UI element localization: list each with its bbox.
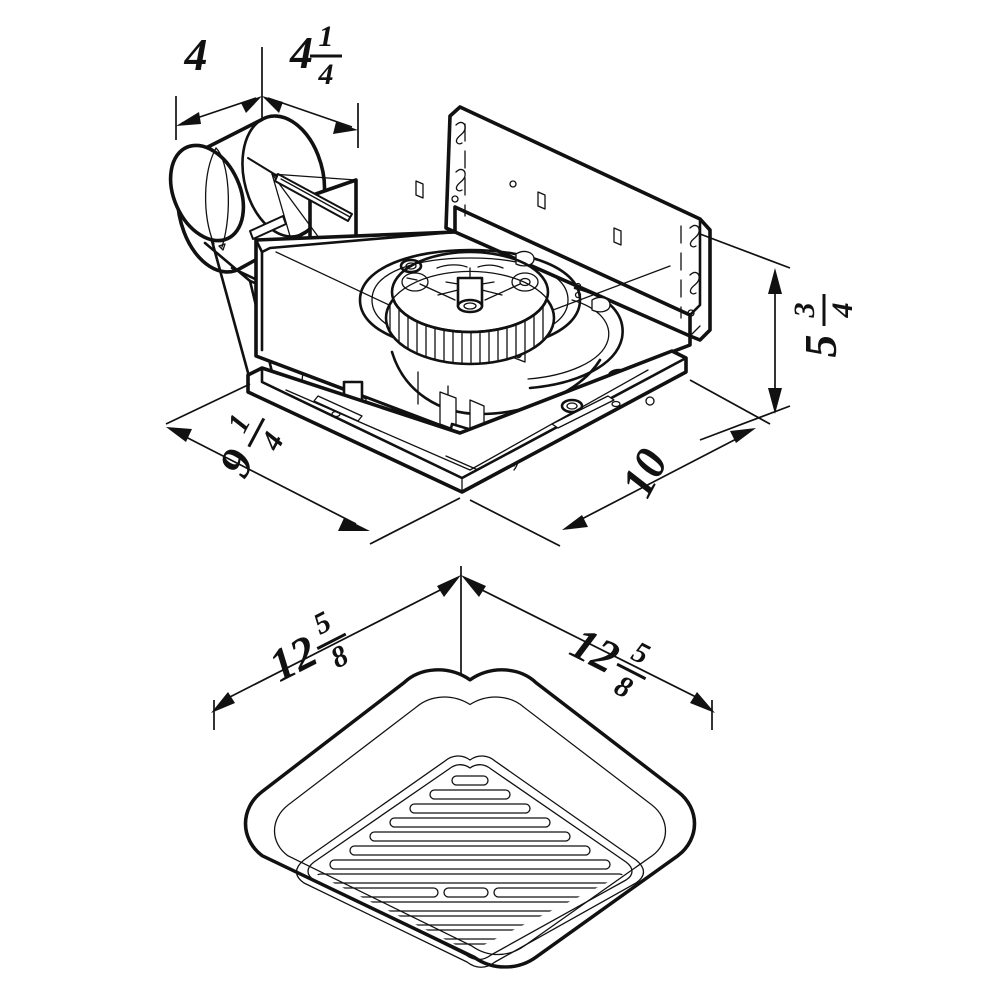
grille-cover	[243, 668, 697, 969]
motor-hub	[401, 264, 539, 314]
dim-num-grille-right: 5	[626, 635, 654, 671]
dim-whole-grille-left: 12	[261, 625, 325, 691]
dimension-duct-width	[262, 96, 359, 148]
dimension-label-grille-left: 12 5 8	[261, 605, 354, 691]
dim-den-grille-right: 8	[609, 669, 637, 705]
dimension-label-housing-width: 10	[611, 440, 678, 505]
keyhole-slot	[455, 121, 700, 295]
dim-num-duct-width: 1	[319, 20, 334, 53]
dimension-label-grille-right: 12 5 8	[563, 617, 655, 705]
dim-num-grille-left: 5	[308, 605, 336, 641]
dimension-label-housing-height: 5 3 4	[788, 294, 859, 358]
dim-den-housing-depth: 4	[254, 427, 291, 457]
dim-den-housing-height: 4	[826, 303, 859, 319]
dim-text-housing-width: 10	[611, 440, 678, 505]
dimension-housing-depth	[165, 383, 461, 545]
dimension-housing-width	[469, 379, 771, 547]
dimension-grille-left	[211, 566, 462, 730]
dim-whole-duct-width: 4	[289, 27, 313, 78]
dim-den-duct-width: 4	[318, 58, 334, 91]
mounting-flange	[246, 349, 688, 494]
dim-num-housing-depth: 1	[221, 409, 257, 438]
dimension-housing-height	[699, 233, 791, 441]
dimension-label-duct-offset: 4	[184, 29, 208, 80]
dim-num-housing-height: 3	[788, 303, 821, 319]
dimension-duct-offset	[175, 47, 263, 140]
dim-whole-grille-right: 12	[563, 617, 627, 683]
dim-den-grille-left: 8	[325, 639, 353, 675]
dim-text-duct-offset: 4	[184, 29, 208, 80]
dimension-label-duct-width: 4 1 4	[289, 20, 342, 91]
dim-whole-housing-depth: 9	[208, 441, 264, 485]
dim-whole-housing-height: 5	[795, 335, 846, 358]
duct-collar	[168, 114, 327, 274]
dimension-grille-right	[461, 575, 715, 730]
dimension-label-housing-depth: 9 1 4	[208, 409, 291, 485]
grille-louver-slots	[315, 775, 625, 952]
